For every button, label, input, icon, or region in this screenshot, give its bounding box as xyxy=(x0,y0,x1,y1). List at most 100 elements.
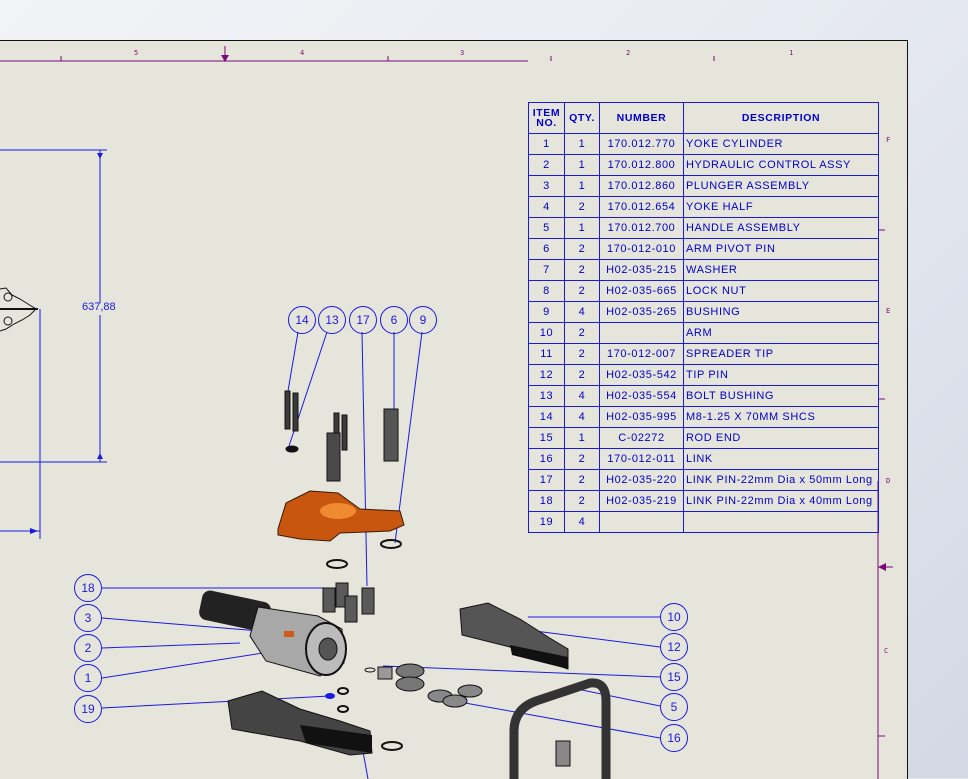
balloon-10[interactable]: 10 xyxy=(660,603,688,631)
bom-item-no: 9 xyxy=(528,301,565,323)
bom-description: BUSHING xyxy=(683,301,879,323)
balloon-16[interactable]: 16 xyxy=(660,724,688,752)
zone-col-label: 1 xyxy=(789,49,794,57)
bom-number: H02-035-665 xyxy=(599,280,684,302)
bom-qty: 2 xyxy=(564,196,600,218)
zone-row-label: F xyxy=(886,136,891,144)
bom-qty: 1 xyxy=(564,175,600,197)
bom-description: M8-1.25 X 70MM SHCS xyxy=(683,406,879,428)
bom-number: H02-035-219 xyxy=(599,490,684,512)
bom-description: ARM PIVOT PIN xyxy=(683,238,879,260)
bom-item-no: 12 xyxy=(528,364,565,386)
bom-item-no: 15 xyxy=(528,427,565,449)
dim-arrow-icon xyxy=(97,453,103,459)
zone-col-label: 5 xyxy=(134,49,139,57)
bom-number: C-02272 xyxy=(599,427,684,449)
balloon-3[interactable]: 3 xyxy=(74,604,102,632)
bom-number: 170.012.654 xyxy=(599,196,684,218)
yoke-half-part[interactable] xyxy=(277,490,405,569)
link-part[interactable] xyxy=(427,684,483,708)
balloon-12[interactable]: 12 xyxy=(660,633,688,661)
yoke-cylinder-part[interactable] xyxy=(198,589,347,677)
header-number: NUMBER xyxy=(599,102,684,134)
bolts-group[interactable] xyxy=(284,390,399,482)
bom-description: HANDLE ASSEMBLY xyxy=(683,217,879,239)
arm-part-upper[interactable] xyxy=(459,602,569,670)
header-qty: QTY. xyxy=(564,102,600,134)
balloon-19[interactable]: 19 xyxy=(74,695,102,723)
drawing-sheet[interactable]: 5 4 3 2 1 F E D C 637,88 14 13 17 6 9 18… xyxy=(0,40,908,779)
header-description: DESCRIPTION xyxy=(683,102,879,134)
bom-item-no: 6 xyxy=(528,238,565,260)
balloon-14[interactable]: 14 xyxy=(288,306,316,334)
zone-col-label: 4 xyxy=(300,49,305,57)
bom-number: 170.012.700 xyxy=(599,217,684,239)
balloon-1[interactable]: 1 xyxy=(74,664,102,692)
bom-description: YOKE CYLINDER xyxy=(683,133,879,155)
bom-description: LINK PIN-22mm Dia x 40mm Long xyxy=(683,490,879,512)
header-item-no: ITEM NO. xyxy=(528,102,565,134)
centering-arrow-icon xyxy=(221,55,229,62)
rod-end-part[interactable] xyxy=(364,663,425,692)
drawing-canvas xyxy=(0,46,893,779)
bom-number: H02-035-542 xyxy=(599,364,684,386)
bom-description: LINK PIN-22mm Dia x 50mm Long xyxy=(683,469,879,491)
balloon-2[interactable]: 2 xyxy=(74,634,102,662)
balloon-17[interactable]: 17 xyxy=(349,306,377,334)
bom-qty: 4 xyxy=(564,385,600,407)
bom-item-no: 2 xyxy=(528,154,565,176)
bom-number: H02-035-215 xyxy=(599,259,684,281)
bom-number: 170-012-010 xyxy=(599,238,684,260)
handle-assembly-part[interactable] xyxy=(509,678,611,779)
bom-qty: 2 xyxy=(564,469,600,491)
dimension-637-88[interactable] xyxy=(0,149,107,539)
link-pins-group[interactable] xyxy=(322,582,375,623)
bom-item-no: 5 xyxy=(528,217,565,239)
balloon-18[interactable]: 18 xyxy=(74,574,102,602)
handle-post xyxy=(555,740,571,767)
balloon-9[interactable]: 9 xyxy=(409,306,437,334)
bom-description: WASHER xyxy=(683,259,879,281)
zone-row-label: D xyxy=(886,477,891,485)
dim-arrow-icon xyxy=(97,153,103,159)
arm-part-lower[interactable] xyxy=(227,687,403,756)
bom-item-no: 17 xyxy=(528,469,565,491)
centering-arrow-icon xyxy=(878,563,886,571)
bom-description: TIP PIN xyxy=(683,364,879,386)
dim-arrow-icon xyxy=(30,528,38,534)
bom-item-no: 14 xyxy=(528,406,565,428)
balloon-6[interactable]: 6 xyxy=(380,306,408,334)
bom-qty: 1 xyxy=(564,154,600,176)
dimension-text[interactable]: 637,88 xyxy=(82,301,116,313)
bom-description: LOCK NUT xyxy=(683,280,879,302)
bom-number: H02-035-554 xyxy=(599,385,684,407)
bom-description: ROD END xyxy=(683,427,879,449)
bom-qty: 1 xyxy=(564,217,600,239)
balloon-5[interactable]: 5 xyxy=(660,693,688,721)
bom-item-no: 8 xyxy=(528,280,565,302)
bom-number: H02-035-220 xyxy=(599,469,684,491)
balloon-13[interactable]: 13 xyxy=(318,306,346,334)
bom-description: SPREADER TIP xyxy=(683,343,879,365)
balloon-15[interactable]: 15 xyxy=(660,663,688,691)
